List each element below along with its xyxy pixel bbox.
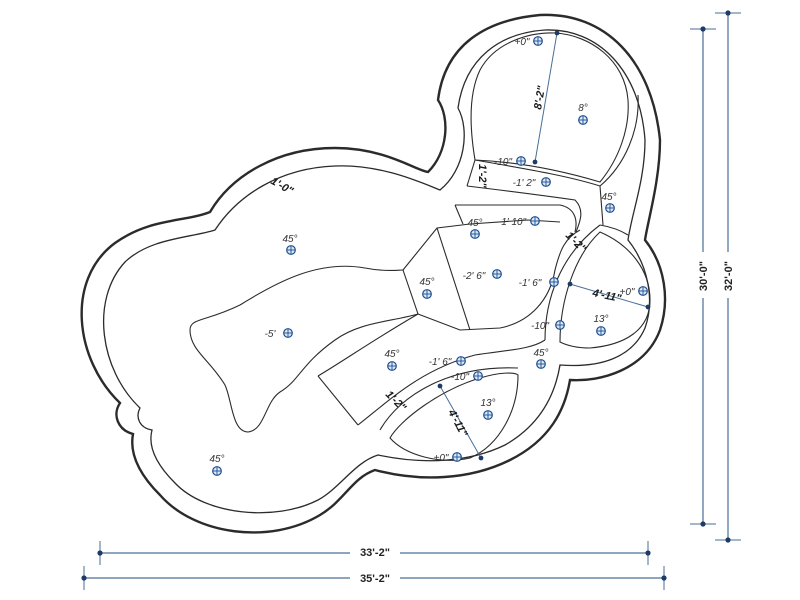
pool-outer-outline xyxy=(80,13,667,534)
inner-width-label-bg xyxy=(350,545,400,559)
elevation-marker: -2' 6" xyxy=(463,269,502,282)
elevation-marker: 8° xyxy=(578,103,588,125)
elevation-marker: 45° xyxy=(467,218,483,239)
elevation-marker: -5' xyxy=(265,328,293,340)
deep-floor-outline xyxy=(189,265,419,433)
elevation-marker: -1' 10" xyxy=(498,216,540,228)
inner-width-end-left xyxy=(97,550,103,556)
elevation-marker: 45° xyxy=(209,454,225,476)
elevation-marker: -10" xyxy=(531,320,565,332)
elevation-marker: -1' 2" xyxy=(513,177,551,189)
upper-spa-outline xyxy=(470,32,629,183)
marker-label: 45° xyxy=(467,218,482,229)
marker-label: -5' xyxy=(265,329,277,340)
elevation-marker: 45° xyxy=(601,192,617,213)
marker-label: -2' 6" xyxy=(463,271,486,282)
elevation-marker: +0" xyxy=(515,36,543,48)
elevation-marker: 45° xyxy=(384,349,400,371)
inner-length-label-bg xyxy=(696,252,710,298)
step-seam-8 xyxy=(317,313,419,377)
spa-bottom-dim-end-2 xyxy=(478,455,484,461)
label-step-upper: 1'-2" xyxy=(476,164,488,189)
step-seam-7 xyxy=(466,159,476,187)
right-spa-outline xyxy=(559,231,651,349)
marker-label: 13° xyxy=(480,398,495,409)
inner-length-end-bottom xyxy=(700,521,706,527)
spa-top-dim-end-2 xyxy=(532,159,538,165)
elevation-marker: 45° xyxy=(282,234,298,255)
marker-label: 45° xyxy=(533,348,548,359)
inner-length-label: 30'-0" xyxy=(698,261,710,291)
step-seam-3 xyxy=(436,227,471,331)
elevation-marker: -10" xyxy=(494,156,526,168)
spa-top-dim-end-1 xyxy=(554,30,560,36)
elevation-marker: 45° xyxy=(533,348,549,369)
marker-label: -1' 2" xyxy=(513,178,536,189)
marker-label: 45° xyxy=(419,277,434,288)
elevation-marker: -10" xyxy=(451,371,483,383)
elevation-marker: 13° xyxy=(593,314,609,336)
step-seam-6 xyxy=(466,185,582,233)
marker-label: 45° xyxy=(384,349,399,360)
marker-label: +0" xyxy=(434,453,449,464)
overall-length-end-top xyxy=(725,10,731,16)
overall-length-label: 32'-0" xyxy=(723,261,735,291)
marker-label: -10" xyxy=(494,157,512,168)
overall-width-end-right xyxy=(661,575,667,581)
overall-width-end-left xyxy=(81,575,87,581)
spa-right-dim-end-2 xyxy=(645,304,651,310)
overall-width-label-bg xyxy=(350,571,400,585)
label-top-left-wall: 1'-0" xyxy=(269,175,296,198)
step-seam-10 xyxy=(357,339,546,426)
marker-label: 13° xyxy=(593,314,608,325)
upper-spa-bench-2 xyxy=(599,185,604,226)
marker-label: 8° xyxy=(578,103,588,114)
marker-label: +0" xyxy=(515,37,530,48)
marker-label: -10" xyxy=(451,372,469,383)
elevation-marker: -1' 6" xyxy=(519,277,559,289)
elevation-marker: +0" xyxy=(620,286,648,298)
marker-label: 45° xyxy=(282,234,297,245)
elevation-markers: +0"8°-10"-1' 2"45°-1' 10"45°-2' 6"45°45°… xyxy=(209,36,648,476)
spa-right-dim-line xyxy=(569,283,649,308)
inner-width-end-right xyxy=(645,550,651,556)
spa-top-dim-line xyxy=(534,32,558,163)
step-seam-5 xyxy=(455,204,577,233)
elevation-marker: 45° xyxy=(419,277,435,299)
spa-bottom-dim-label: 4'-11" xyxy=(445,407,470,440)
marker-label: +0" xyxy=(620,287,635,298)
marker-label: 45° xyxy=(209,454,224,465)
upper-spa-bench xyxy=(474,94,639,187)
right-spa-rim xyxy=(599,224,629,236)
pool-inner-outline xyxy=(102,29,651,514)
spa-bottom-dim-line xyxy=(439,385,482,459)
elevation-marker: -1' 6" xyxy=(429,356,466,368)
spa-top-dim-label: 8'-2" xyxy=(532,84,548,110)
overall-length-end-bottom xyxy=(725,537,731,543)
step-seam-9 xyxy=(317,375,359,426)
marker-label: -1' 10" xyxy=(498,217,527,228)
marker-label: 45° xyxy=(601,192,616,203)
label-step-right: 1'-2" xyxy=(563,230,589,256)
elevation-marker: +0" xyxy=(434,452,462,464)
spa-right-dim-label: 4'-11" xyxy=(590,287,623,305)
step-seam-4 xyxy=(454,204,464,225)
marker-label: -1' 6" xyxy=(519,278,542,289)
overall-length-label-bg xyxy=(721,252,735,298)
spa-right-dim-end-1 xyxy=(567,281,573,287)
marker-label: -10" xyxy=(531,321,549,332)
overall-width-label: 35'-2" xyxy=(360,573,390,585)
marker-label: -1' 6" xyxy=(429,357,452,368)
lower-spa-outline xyxy=(389,372,519,461)
elevation-marker: 13° xyxy=(480,398,496,420)
spa-bottom-dim-end-1 xyxy=(437,383,443,389)
inner-width-label: 33'-2" xyxy=(360,547,390,559)
step-seam-11 xyxy=(379,367,519,431)
inner-length-end-top xyxy=(700,26,706,32)
